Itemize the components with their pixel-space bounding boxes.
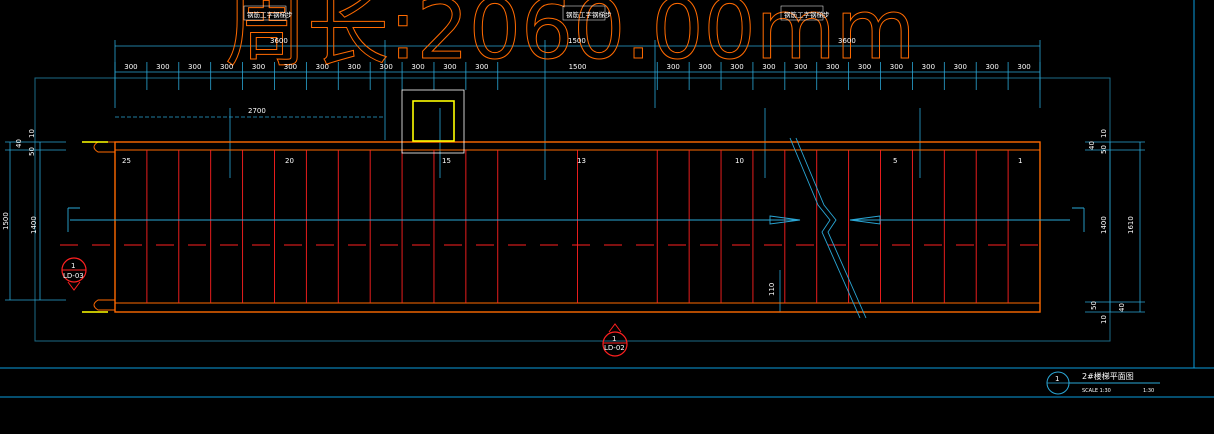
segment-dim-label: 1500 xyxy=(569,63,587,71)
down-label-mark xyxy=(1072,207,1085,232)
left-dim-50: 50 xyxy=(28,147,36,156)
callout-box-3 xyxy=(780,5,824,21)
segment-dim-label: 300 xyxy=(379,63,392,71)
perimeter-watermark: 周长:2060.00mm xyxy=(225,0,915,78)
segment-dim-label: 300 xyxy=(443,63,456,71)
right-dim-50: 50 xyxy=(1100,145,1108,154)
right-dim-bottom-10: 10 xyxy=(1100,315,1108,324)
column-box xyxy=(401,89,465,154)
left-dim-outer: 1500 xyxy=(2,212,10,230)
section-marker-bottom-num: 1 xyxy=(612,335,616,343)
handrail-end-top xyxy=(93,141,115,153)
segment-dim-label: 300 xyxy=(730,63,743,71)
callout-box-2 xyxy=(562,5,606,21)
stair-outline xyxy=(93,141,1041,313)
callout-label-1: 钢筋工字钢梯步 xyxy=(247,10,293,19)
column-core xyxy=(412,100,455,142)
section-marker-bottom[interactable]: 1 LD-02 xyxy=(602,323,628,357)
stair-treads xyxy=(146,150,1009,303)
drawing-title: 2#楼梯平面图 xyxy=(1082,371,1134,381)
segment-dim-label: 300 xyxy=(698,63,711,71)
segment-dim-label: 300 xyxy=(156,63,169,71)
up-arrow-head xyxy=(769,215,801,225)
segment-dim-label: 300 xyxy=(954,63,967,71)
sheet-frame xyxy=(0,0,1214,398)
step-number: 1 xyxy=(1018,157,1022,165)
segment-dim-label: 300 xyxy=(985,63,998,71)
section-marker-left-num: 1 xyxy=(71,262,75,270)
top-callouts: 钢筋工字钢梯步 钢筋工字钢梯步 钢筋工字钢梯步 xyxy=(243,5,830,21)
segment-dim-label: 300 xyxy=(858,63,871,71)
up-label-mark xyxy=(67,207,80,232)
step-number: 15 xyxy=(442,157,451,165)
step-number: 25 xyxy=(122,157,131,165)
right-dim-bottom-40: 40 xyxy=(1118,303,1126,312)
plan-boundary xyxy=(34,77,1111,342)
section-marker-bottom-circle xyxy=(602,331,628,357)
handrail-end-bottom xyxy=(93,299,115,311)
left-dim-inner: 1400 xyxy=(30,216,38,234)
step-number: 20 xyxy=(285,157,294,165)
step-number: 13 xyxy=(577,157,586,165)
segment-dim-labels: 300 300 300 300 300 300 300 300 300 300 300 300 1500… xyxy=(124,63,1030,71)
mid-dim-110: 110 xyxy=(768,283,776,296)
left-dim-40: 40 xyxy=(15,139,23,148)
segment-dim-label: 300 xyxy=(188,63,201,71)
segment-dim-label: 300 xyxy=(475,63,488,71)
drawing-title-block: 1 2#楼梯平面图 SCALE 1:30 1:30 xyxy=(1046,371,1160,395)
segment-dim-label: 300 xyxy=(922,63,935,71)
segment-ticks xyxy=(114,62,1041,90)
dim-offset: 2700 xyxy=(248,107,266,115)
segment-dim-label: 300 xyxy=(1017,63,1030,71)
section-marker-bottom-pointer xyxy=(608,323,622,333)
segment-dim-label: 300 xyxy=(316,63,329,71)
segment-dim-label: 300 xyxy=(220,63,233,71)
right-dim-40: 40 xyxy=(1088,141,1096,150)
section-marker-bottom-ref: LD-02 xyxy=(604,344,625,352)
right-dim-inner: 1400 xyxy=(1100,216,1108,234)
segment-dim-label: 300 xyxy=(794,63,807,71)
segment-dim-label: 300 xyxy=(252,63,265,71)
callout-label-2: 钢筋工字钢梯步 xyxy=(566,10,612,19)
step-number: 5 xyxy=(893,157,897,165)
section-marker-left-pointer xyxy=(67,281,81,291)
segment-dim-label: 300 xyxy=(826,63,839,71)
break-line xyxy=(789,137,867,319)
drawing-subtitle: SCALE 1:30 xyxy=(1082,388,1111,394)
right-dim-bottom-50: 50 xyxy=(1090,301,1098,310)
break-line-a xyxy=(789,137,861,319)
dim-overall-left: 3600 xyxy=(270,37,288,45)
step-number: 10 xyxy=(735,157,744,165)
segment-dim-label: 300 xyxy=(762,63,775,71)
section-marker-left-ref: LD-03 xyxy=(63,272,84,280)
callout-label-3: 钢筋工字钢梯步 xyxy=(784,10,830,19)
title-num: 1 xyxy=(1055,375,1059,383)
dim-overall-right: 3600 xyxy=(838,37,856,45)
step-numbers: 25 20 15 13 10 5 1 xyxy=(122,157,1022,165)
segment-dim-label: 300 xyxy=(667,63,680,71)
right-dim-10: 10 xyxy=(1100,129,1108,138)
direction-arrows xyxy=(67,207,1085,232)
down-arrow-head xyxy=(849,215,881,225)
section-marker-left[interactable]: 1 LD-03 xyxy=(61,257,87,291)
stair-flight-outline xyxy=(114,141,1041,313)
dim-overall-center: 1500 xyxy=(568,37,586,45)
callout-box-1 xyxy=(243,5,287,21)
segment-dim-label: 300 xyxy=(890,63,903,71)
left-dim-10: 10 xyxy=(28,129,36,138)
segment-dim-label: 300 xyxy=(411,63,424,71)
segment-dim-label: 300 xyxy=(348,63,361,71)
right-dim-outer: 1610 xyxy=(1127,216,1135,234)
segment-dim-label: 300 xyxy=(124,63,137,71)
dimension-lines xyxy=(5,40,1145,313)
segment-dim-label: 300 xyxy=(284,63,297,71)
break-line-b xyxy=(795,137,867,319)
drawing-scale: 1:30 xyxy=(1143,388,1154,394)
